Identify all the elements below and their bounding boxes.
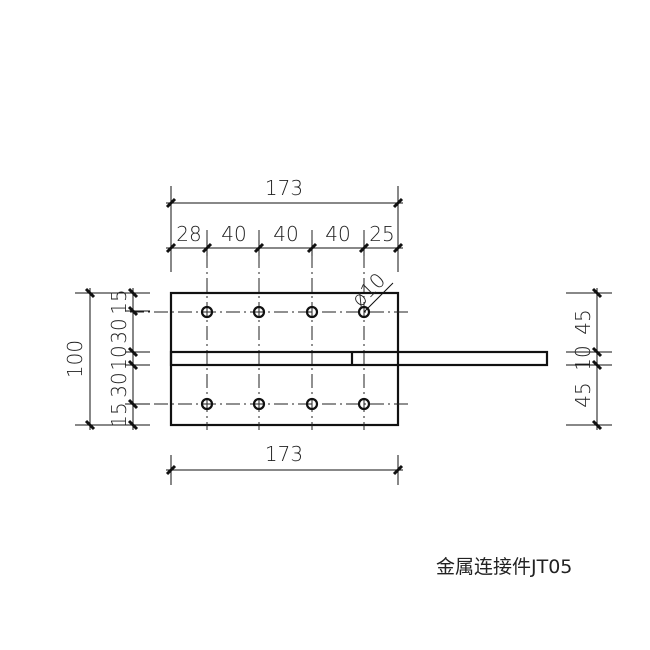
dim-left-segment: 30 bbox=[107, 318, 131, 343]
top-dimensions: 173 28 40 40 40 25 bbox=[165, 176, 404, 272]
hole bbox=[252, 305, 266, 319]
dim-right-segment: 10 bbox=[571, 345, 595, 370]
center-lines bbox=[130, 230, 410, 430]
hole bbox=[305, 397, 319, 411]
dim-top-total: 173 bbox=[265, 176, 303, 200]
dim-left-segment: 15 bbox=[107, 402, 131, 427]
dim-top-segment: 25 bbox=[369, 222, 394, 246]
hole bbox=[357, 305, 371, 319]
dim-top-segment: 28 bbox=[176, 222, 201, 246]
dim-left-total: 100 bbox=[63, 340, 87, 378]
connector-bar bbox=[169, 350, 549, 367]
hole bbox=[200, 397, 214, 411]
dim-top-segment: 40 bbox=[325, 222, 350, 246]
bolt-holes bbox=[200, 305, 371, 411]
dim-right-segment: 45 bbox=[571, 309, 595, 334]
hole bbox=[252, 397, 266, 411]
drawing-title: 金属连接件JT05 bbox=[436, 556, 573, 578]
dim-left-segment: 30 bbox=[107, 372, 131, 397]
dim-bottom-total: 173 bbox=[265, 442, 303, 466]
dim-left-segment: 10 bbox=[107, 345, 131, 370]
dim-top-segment: 40 bbox=[221, 222, 246, 246]
hole bbox=[357, 397, 371, 411]
hole bbox=[305, 305, 319, 319]
right-dimensions: 45 10 45 bbox=[566, 287, 612, 431]
bottom-dimension: 173 bbox=[165, 442, 404, 485]
left-dimensions: 100 15 30 10 30 15 bbox=[63, 287, 150, 431]
hole bbox=[200, 305, 214, 319]
dim-left-segment: 15 bbox=[107, 289, 131, 314]
dim-right-segment: 45 bbox=[571, 382, 595, 407]
hole-diameter-label: ø10 bbox=[347, 268, 391, 312]
dim-top-segment: 40 bbox=[273, 222, 298, 246]
